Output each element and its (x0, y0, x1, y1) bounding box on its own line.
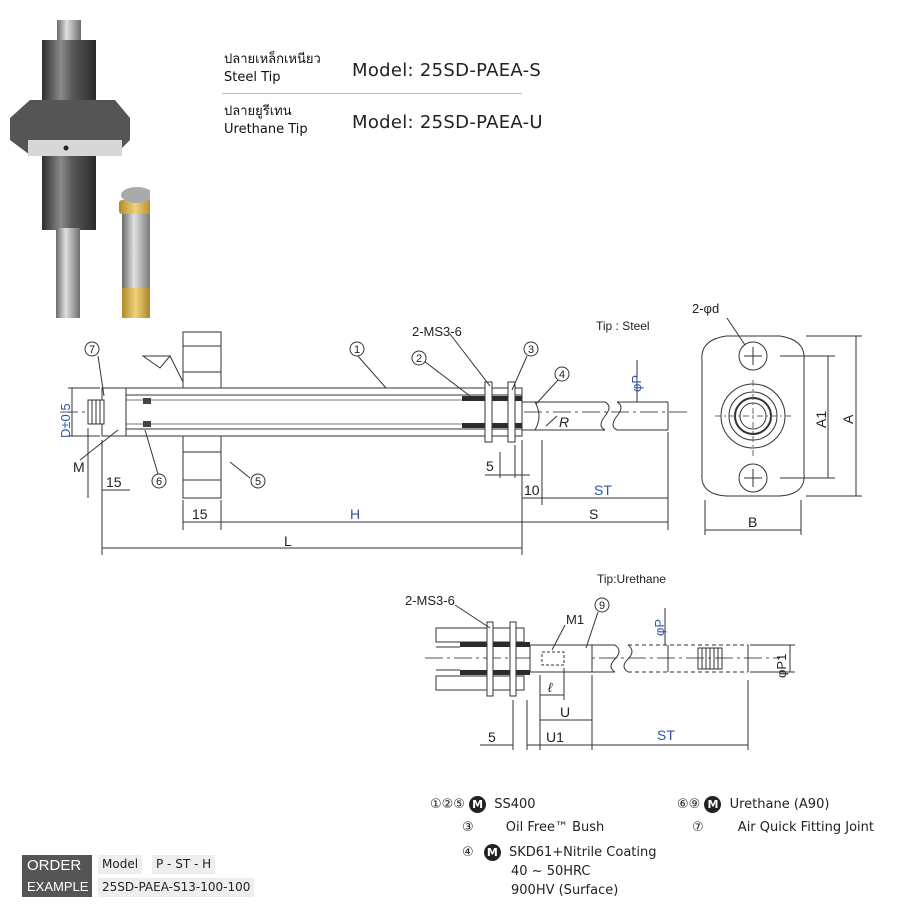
cylinder-body-illustration (10, 20, 130, 318)
callout-9-number: 9 (599, 600, 605, 612)
material-urethane-text: Urethane (A90) (729, 797, 830, 812)
steel-dim-l: L (284, 533, 292, 549)
urethane-ms-label: 2-MS3-6 (405, 593, 455, 608)
material-badge: M (704, 796, 722, 813)
flange-dim-a: A (840, 414, 856, 424)
material-row-urethane: ⑥⑨ M Urethane (A90) (677, 796, 829, 813)
callout-7-number: 7 (89, 344, 95, 356)
material-fitting-parts: ⑦ (692, 820, 704, 835)
steel-tip-thai-label: ปลายเหล็กเหนียว (224, 52, 321, 67)
steel-tip-title: Tip : Steel (596, 319, 650, 333)
urethane-dim-st: ST (657, 727, 675, 743)
material-urethane-parts: ⑥⑨ (677, 797, 701, 812)
material-skd61-parts: ④ (462, 845, 474, 860)
order-pattern: P - ST - H (152, 855, 216, 874)
callout-6: 6 (151, 473, 167, 489)
callout-7: 7 (84, 341, 100, 357)
urethane-dim-5: 5 (488, 729, 496, 745)
callout-3-number: 3 (528, 344, 534, 356)
flange-hole-label: 2-φd (692, 301, 719, 316)
callout-6-number: 6 (156, 476, 162, 488)
urethane-side-view (425, 604, 795, 750)
urethane-tip-illustration (119, 187, 150, 318)
flange-dim-a1: A1 (813, 411, 829, 428)
material-row-skd61: ④ M SKD61+Nitrile Coating (462, 844, 657, 861)
callout-2-number: 2 (416, 353, 422, 365)
material-bush-parts: ③ (462, 820, 474, 835)
steel-side-view (60, 331, 690, 555)
urethane-tip-title: Tip:Urethane (597, 572, 666, 586)
steel-dim-5: 5 (486, 458, 494, 474)
product-photo (10, 20, 150, 318)
callout-1-number: 1 (354, 344, 360, 356)
material-skd61-hardness: 40 ~ 50HRC (511, 864, 591, 879)
callout-1: 1 (349, 341, 365, 357)
steel-dim-d: D±0.5 (58, 403, 73, 438)
material-row-fitting: ⑦ Air Quick Fitting Joint (692, 820, 874, 835)
material-bush-text: Oil Free™ Bush (505, 820, 605, 835)
material-badge: M (469, 796, 487, 813)
order-subtitle: EXAMPLE (22, 876, 92, 897)
material-row-bush: ③ Oil Free™ Bush (462, 820, 604, 835)
material-ss400-text: SS400 (494, 797, 536, 812)
callout-4: 4 (554, 366, 570, 382)
material-row-ss400: ①②⑤ M SS400 (430, 796, 536, 813)
order-model-label: Model (98, 855, 143, 874)
callout-5: 5 (250, 473, 266, 489)
order-title: ORDER (22, 855, 92, 876)
urethane-m1-label: M1 (566, 612, 584, 627)
urethane-dim-phip: φP (652, 619, 667, 636)
steel-dim-s: S (589, 506, 598, 522)
urethane-tip-thai-label: ปลายยูรีเทน (224, 104, 292, 119)
material-ss400-parts: ①②⑤ (430, 797, 465, 812)
material-badge: M (483, 844, 501, 861)
urethane-dim-u1: U1 (546, 729, 564, 745)
material-skd61-surface: 900HV (Surface) (511, 883, 619, 898)
steel-ms-label: 2-MS3-6 (412, 324, 462, 339)
steel-tip-model: Model: 25SD-PAEA-S (352, 60, 542, 81)
material-skd61-text: SKD61+Nitrile Coating (508, 845, 657, 860)
material-fitting-text: Air Quick Fitting Joint (737, 820, 874, 835)
callout-3: 3 (523, 341, 539, 357)
urethane-ell-label: ℓ (548, 680, 553, 695)
order-example-value: 25SD-PAEA-S13-100-100 (98, 878, 255, 897)
steel-dim-h: H (350, 506, 360, 522)
callout-2: 2 (411, 350, 427, 366)
callout-5-number: 5 (255, 476, 261, 488)
steel-m-label: M (73, 459, 85, 475)
urethane-dim-phip1: φP1 (774, 654, 789, 678)
steel-dim-st: ST (594, 482, 612, 498)
steel-dim-10: 10 (524, 482, 540, 498)
callout-4-number: 4 (559, 369, 565, 381)
steel-dim-phip: φP (629, 375, 644, 392)
callout-9: 9 (594, 597, 610, 613)
steel-dim-15a: 15 (106, 474, 122, 490)
steel-tip-label: Steel Tip (224, 70, 281, 85)
steel-radius-label: R (559, 414, 569, 430)
header-divider (222, 93, 522, 94)
flange-front-view (701, 317, 862, 535)
urethane-tip-model: Model: 25SD-PAEA-U (352, 112, 543, 133)
urethane-tip-label: Urethane Tip (224, 122, 308, 137)
urethane-dim-u: U (560, 704, 570, 720)
flange-dim-b: B (748, 514, 757, 530)
steel-dim-15b: 15 (192, 506, 208, 522)
